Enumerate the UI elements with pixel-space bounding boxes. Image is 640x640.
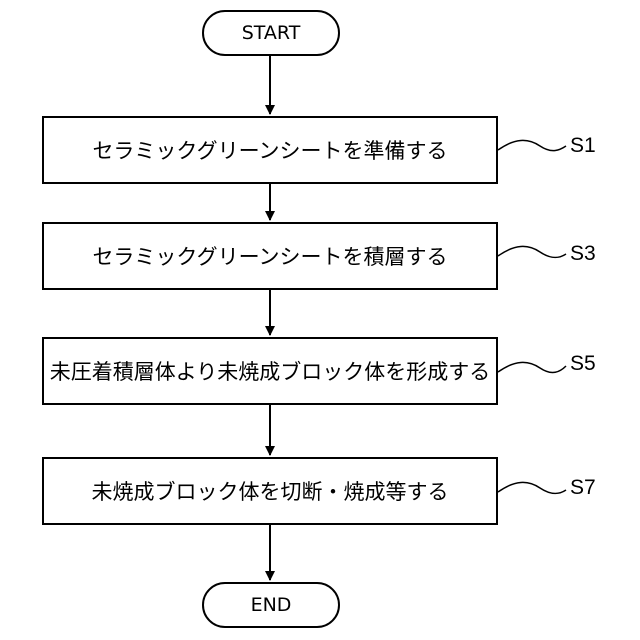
step-text-s7: 未焼成ブロック体を切断・焼成等する [92, 476, 449, 506]
step-label-s7: S7 [570, 476, 596, 500]
step-box-s5: 未圧着積層体より未焼成ブロック体を形成する [42, 337, 498, 405]
end-terminal: END [202, 582, 340, 628]
step-label-s1: S1 [570, 134, 596, 158]
end-label: END [251, 594, 292, 616]
leader-line-s1 [498, 140, 566, 150]
leader-line-s3 [498, 246, 566, 257]
step-box-s7: 未焼成ブロック体を切断・焼成等する [42, 457, 498, 525]
step-label-s3: S3 [570, 242, 596, 266]
step-text-s5: 未圧着積層体より未焼成ブロック体を形成する [50, 356, 491, 386]
start-terminal: START [202, 10, 340, 56]
leader-line-s7 [498, 482, 566, 493]
step-text-s3: セラミックグリーンシートを積層する [92, 241, 447, 271]
start-label: START [242, 22, 301, 44]
step-box-s1: セラミックグリーンシートを準備する [42, 116, 498, 184]
step-text-s1: セラミックグリーンシートを準備する [92, 135, 447, 165]
step-box-s3: セラミックグリーンシートを積層する [42, 222, 498, 290]
step-label-s5: S5 [570, 352, 596, 376]
leader-line-s5 [498, 362, 566, 372]
